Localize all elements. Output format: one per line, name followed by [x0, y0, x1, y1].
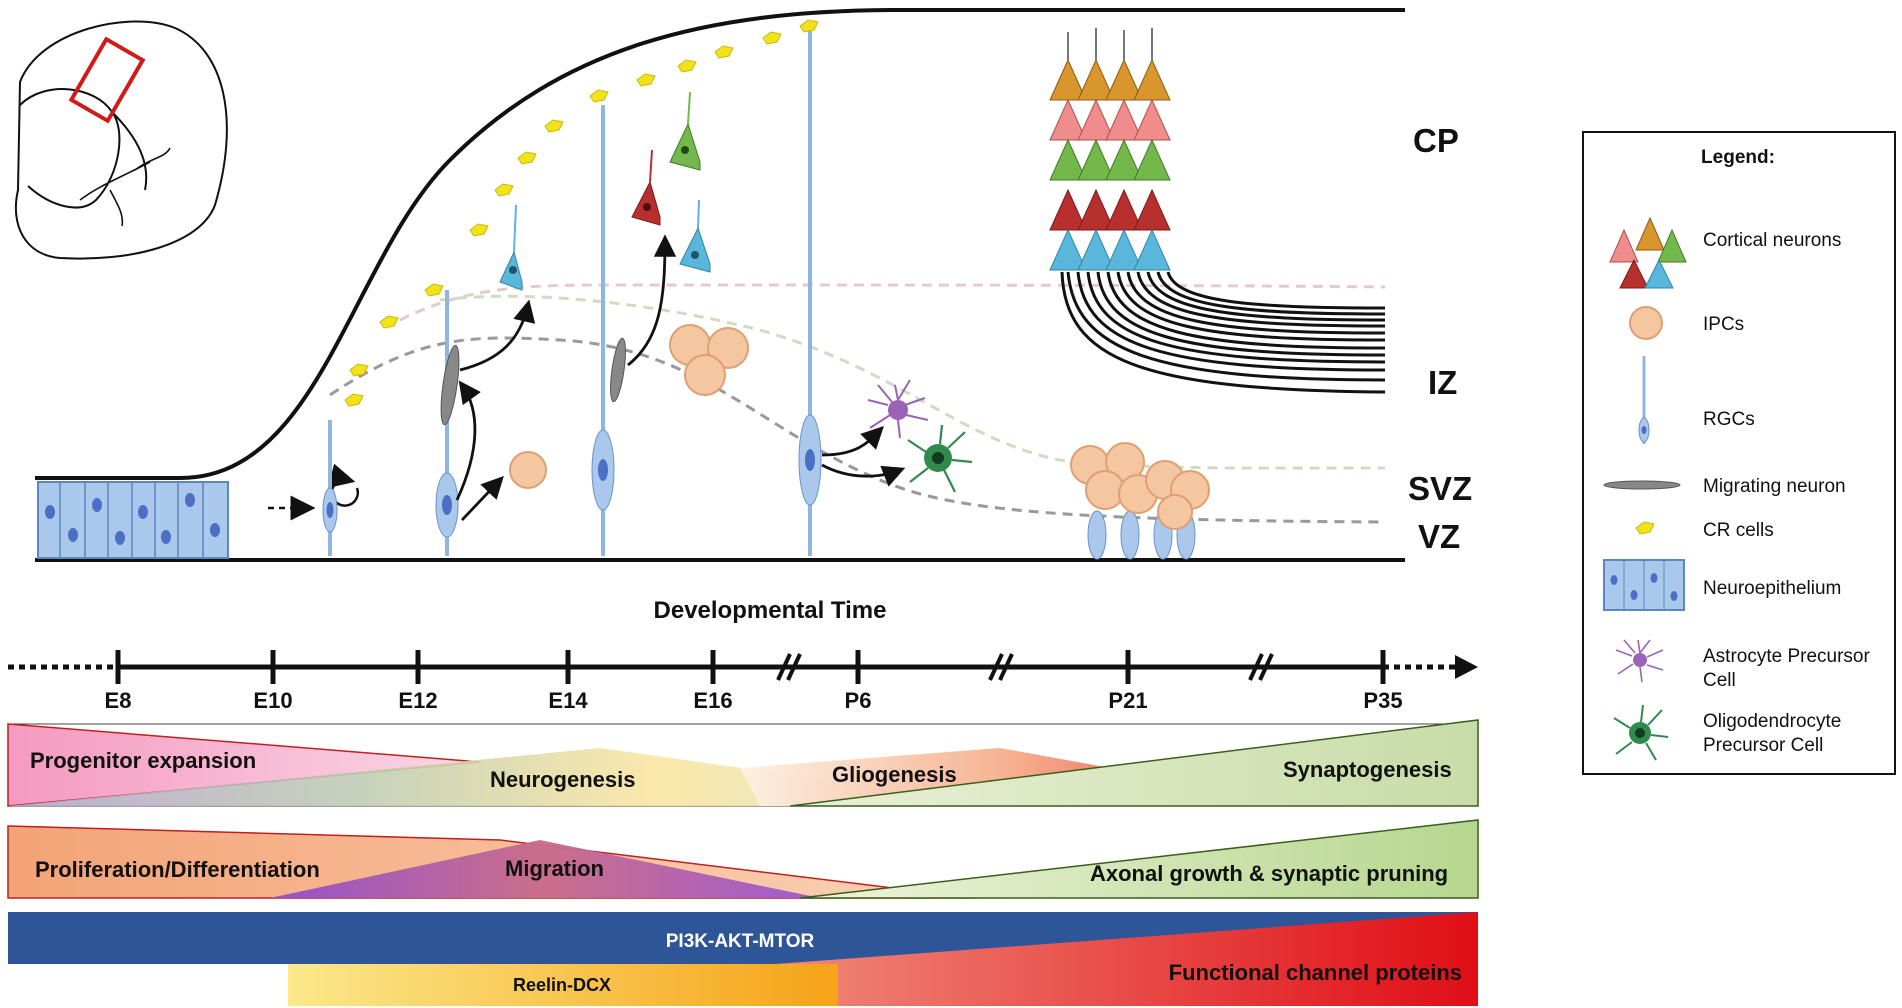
timeline	[8, 650, 1478, 684]
differentiation-arrows	[455, 234, 906, 521]
ipc-cells	[509, 324, 1210, 530]
legend-label: Astrocyte Precursor	[1703, 646, 1870, 667]
zone-label-vz: VZ	[1418, 518, 1460, 555]
rgc-icon	[1638, 356, 1650, 444]
tick-label: P35	[1363, 688, 1402, 713]
neuroepithelium-icon	[1603, 559, 1685, 611]
band-label-neurogenesis: Neurogenesis	[490, 767, 636, 792]
cortical-neurons-icon	[1609, 216, 1687, 289]
tick-label: P6	[845, 688, 872, 713]
legend-label: Precursor Cell	[1703, 735, 1823, 756]
legend-label: Cell	[1703, 670, 1736, 691]
cortical-neuron-layers	[1049, 28, 1171, 271]
oligodendrocyte-precursor-icon	[1613, 704, 1669, 761]
legend-label: Cortical neurons	[1703, 230, 1841, 251]
band-label-migration: Migration	[505, 856, 604, 881]
process-band-row-1	[7, 719, 1479, 807]
legend-label: RGCs	[1703, 409, 1755, 430]
cr-cells	[344, 19, 819, 407]
migrating-neuron-icon	[1603, 480, 1681, 490]
ipc-icon	[1629, 306, 1663, 340]
legend-box: Legend: Cortical neurons IPCs RGCs Migra…	[1582, 131, 1896, 775]
process-band-row-3	[8, 912, 1478, 1006]
band-label-axonal-growth: Axonal growth & synaptic pruning	[1090, 861, 1448, 886]
legend-label: Migrating neuron	[1703, 476, 1846, 497]
tick-label: E10	[253, 688, 292, 713]
band-label-pi3k-akt-mtor: PI3K-AKT-MTOR	[666, 931, 815, 952]
band-label-reelin-dcx: Reelin-DCX	[513, 975, 611, 995]
tick-label: E12	[398, 688, 437, 713]
newborn-neurons	[499, 91, 711, 291]
legend-label: Oligodendrocyte	[1703, 711, 1841, 732]
glial-precursors	[867, 379, 973, 493]
brain-section-sketch	[14, 20, 228, 260]
zone-label-svz: SVZ	[1408, 470, 1472, 507]
legend-label: IPCs	[1703, 314, 1744, 335]
cr-cell-icon	[1635, 521, 1655, 535]
axis-title: Developmental Time	[654, 597, 887, 624]
cortex-outline	[35, 8, 1405, 562]
band-label-proliferation: Proliferation/Differentiation	[35, 857, 320, 882]
tick-label: E16	[693, 688, 732, 713]
axon-bundle	[1060, 271, 1386, 394]
band-label-gliogenesis: Gliogenesis	[832, 762, 957, 787]
legend-title: Legend:	[1701, 147, 1775, 168]
legend-label: Neuroepithelium	[1703, 578, 1841, 599]
zone-label-cp: CP	[1413, 122, 1459, 159]
process-band-row-2	[7, 819, 1479, 899]
axis-breaks	[776, 653, 1274, 681]
rgc-cells	[322, 22, 1196, 560]
tick-label: E8	[105, 688, 132, 713]
zone-label-iz: IZ	[1428, 364, 1457, 401]
band-label-progenitor-expansion: Progenitor expansion	[30, 748, 256, 773]
legend-label: CR cells	[1703, 520, 1774, 541]
tick-label: E14	[548, 688, 588, 713]
timeline-arrowhead	[1455, 655, 1478, 679]
region-of-interest-box	[68, 36, 146, 124]
astrocyte-precursor-icon	[1615, 639, 1664, 683]
band-label-synaptogenesis: Synaptogenesis	[1283, 757, 1452, 782]
neuroepithelium-block	[37, 481, 229, 559]
tick-label: P21	[1108, 688, 1147, 713]
migrating-neurons	[440, 337, 626, 426]
band-label-functional-channel-proteins: Functional channel proteins	[1169, 960, 1462, 985]
